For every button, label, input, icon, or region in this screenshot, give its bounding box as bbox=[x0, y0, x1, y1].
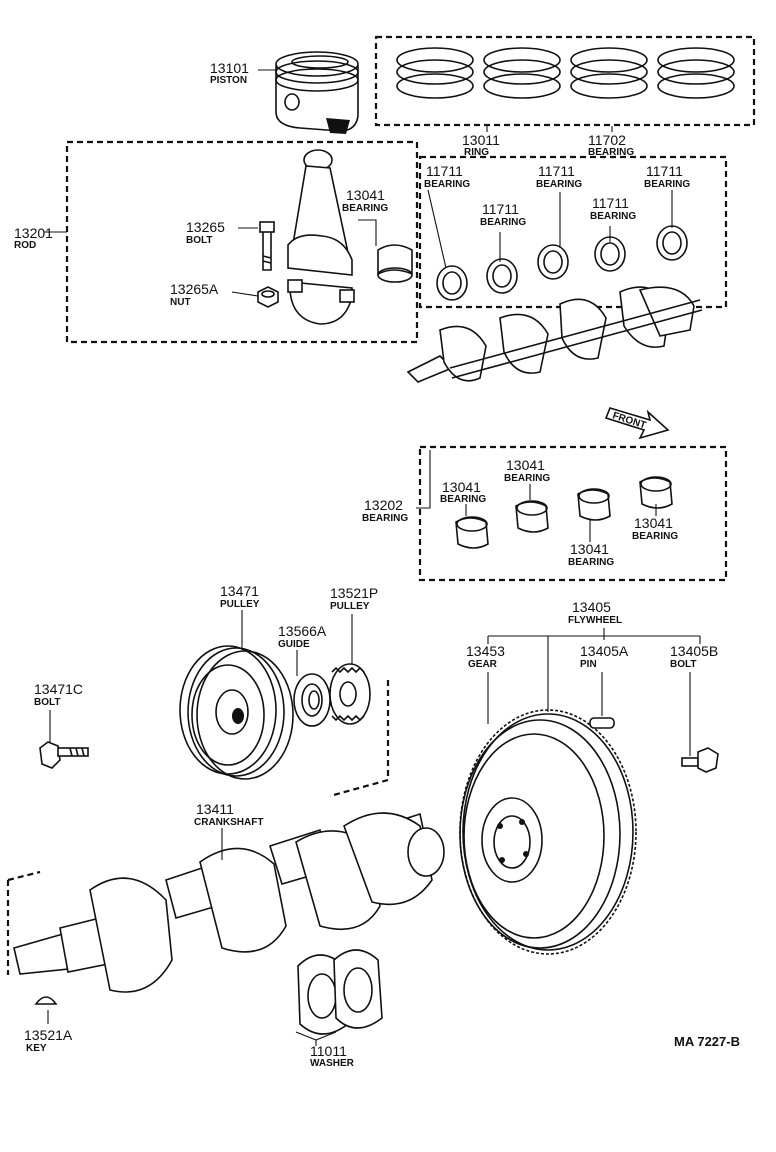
guide-label: GUIDE bbox=[278, 639, 310, 650]
ring-set-box bbox=[374, 35, 756, 127]
rod-bearing-illustration bbox=[377, 244, 413, 283]
main-b5-number: 11711 bbox=[646, 163, 683, 179]
crankshaft-illustration bbox=[13, 812, 445, 993]
connecting-rod-illustration bbox=[287, 149, 355, 325]
pulley-number: 13471 bbox=[220, 583, 259, 599]
front-arrow-icon bbox=[604, 407, 670, 440]
main-b2-number: 11711 bbox=[482, 201, 519, 217]
timing-pulley-illustration bbox=[329, 663, 371, 725]
crankshaft-label: CRANKSHAFT bbox=[194, 817, 263, 828]
crankshaft-upper-illustration bbox=[406, 286, 703, 383]
timing-pulley-label: PULLEY bbox=[330, 601, 370, 612]
diagram-code: MA 7227-B bbox=[674, 1034, 740, 1049]
main-b3-number: 11711 bbox=[538, 163, 575, 179]
crank-pulley-illustration bbox=[179, 645, 294, 780]
piston-number: 13101 bbox=[210, 60, 249, 76]
rod-assembly-box bbox=[65, 140, 419, 344]
washer-number: 11011 bbox=[310, 1043, 347, 1059]
kit-b2-number: 13041 bbox=[506, 457, 545, 473]
rod-bearing-label: BEARING bbox=[342, 203, 388, 214]
rod-bolt-illustration bbox=[259, 221, 275, 271]
main-bearing-box bbox=[418, 155, 728, 309]
guide-number: 13566A bbox=[278, 623, 327, 639]
rod-nut-illustration bbox=[257, 286, 279, 308]
flywheel-label: FLYWHEEL bbox=[568, 615, 622, 626]
gear-label: GEAR bbox=[468, 659, 498, 670]
kit-b3-label: BEARING bbox=[568, 557, 614, 568]
flywheel-bolt-number: 13405B bbox=[670, 643, 718, 659]
rod-nut-label: NUT bbox=[170, 297, 191, 308]
pulley-bolt-illustration bbox=[39, 741, 89, 769]
washer-label: WASHER bbox=[310, 1058, 355, 1069]
kit-b4-label: BEARING bbox=[632, 531, 678, 542]
rod-bolt-number: 13265 bbox=[186, 219, 225, 235]
kit-b1-number: 13041 bbox=[442, 479, 481, 495]
flywheel-illustration bbox=[459, 709, 637, 955]
pulley-label: PULLEY bbox=[220, 599, 260, 610]
crankshaft-bracket bbox=[6, 870, 41, 975]
bearing-kit-label: BEARING bbox=[362, 513, 408, 524]
rod-bearing-number: 13041 bbox=[346, 187, 385, 203]
kit-b4-number: 13041 bbox=[634, 515, 673, 531]
main-b2-label: BEARING bbox=[480, 217, 526, 228]
ring-number: 13011 bbox=[462, 132, 500, 148]
key-illustration bbox=[34, 996, 58, 1005]
pulley-bolt-number: 13471C bbox=[34, 681, 83, 697]
thrust-washer-illustration bbox=[297, 949, 383, 1035]
leader-lines bbox=[44, 69, 701, 1046]
bearing-kit-illustration bbox=[455, 476, 673, 549]
pin-number: 13405A bbox=[580, 643, 629, 659]
main-b1-number: 11711 bbox=[426, 163, 463, 179]
pin-label: PIN bbox=[580, 659, 597, 670]
piston-label: PISTON bbox=[210, 75, 247, 86]
pulley-bolt-label: BOLT bbox=[34, 697, 60, 708]
flywheel-bolt-illustration bbox=[681, 747, 719, 773]
crankshaft-number: 13411 bbox=[196, 801, 234, 817]
ring-label: RING bbox=[464, 147, 489, 158]
flywheel-bolt-label: BOLT bbox=[670, 659, 696, 670]
key-label: KEY bbox=[26, 1043, 47, 1054]
rod-label: ROD bbox=[14, 240, 36, 251]
timing-pulley-number: 13521P bbox=[330, 585, 378, 601]
main-b1-label: BEARING bbox=[424, 179, 470, 190]
key-number: 13521A bbox=[24, 1027, 73, 1043]
bearing-set-number: 11702 bbox=[588, 132, 626, 148]
kit-b3-number: 13041 bbox=[570, 541, 609, 557]
bearing-set-label: BEARING bbox=[588, 147, 634, 158]
bearing-kit-number: 13202 bbox=[364, 497, 403, 513]
kit-b2-label: BEARING bbox=[504, 473, 550, 484]
kit-b1-label: BEARING bbox=[440, 494, 486, 505]
main-b3-label: BEARING bbox=[536, 179, 582, 190]
gear-number: 13453 bbox=[466, 643, 505, 659]
pulley-group-bracket bbox=[329, 680, 390, 798]
flywheel-pin-illustration bbox=[589, 717, 615, 729]
main-b4-number: 11711 bbox=[592, 195, 629, 211]
main-b5-label: BEARING bbox=[644, 179, 690, 190]
piston-illustration bbox=[275, 51, 359, 134]
main-b4-label: BEARING bbox=[590, 211, 636, 222]
guide-illustration bbox=[293, 673, 331, 727]
bearing-kit-box bbox=[418, 445, 728, 582]
piston-rings-illustration bbox=[396, 47, 735, 99]
rod-number: 13201 bbox=[14, 225, 53, 241]
rod-nut-number: 13265A bbox=[170, 281, 219, 297]
rod-bolt-label: BOLT bbox=[186, 235, 212, 246]
flywheel-number: 13405 bbox=[572, 599, 611, 615]
